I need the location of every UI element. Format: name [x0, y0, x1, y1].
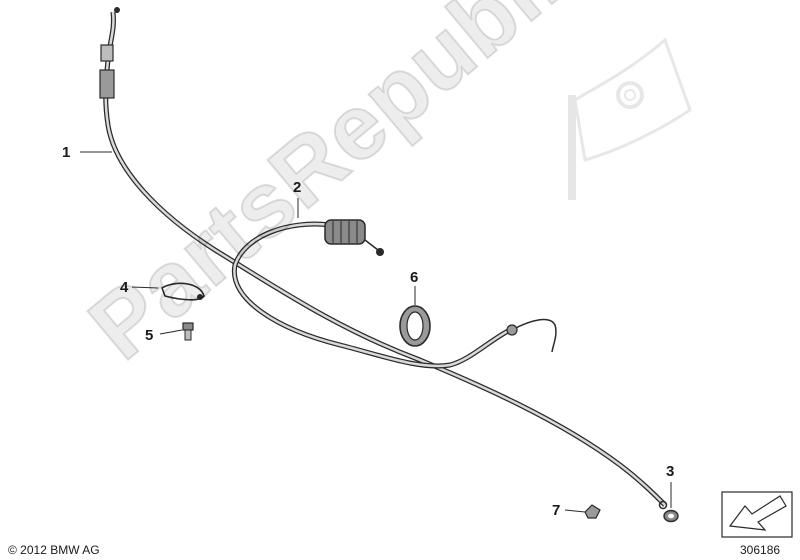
callout-4: 4: [120, 279, 129, 296]
callout-1: 1: [62, 144, 71, 161]
part-5-screw: [159, 322, 194, 341]
view-direction-arrow-icon: [721, 491, 793, 538]
part-7-clip: [564, 504, 601, 519]
callout-2: 2: [293, 179, 302, 196]
callout-3: 3: [666, 463, 675, 480]
diagram-number: 306186: [740, 543, 781, 557]
part-6-sleeve: [399, 286, 431, 347]
part-3-washer: [663, 482, 679, 523]
callout-5: 5: [145, 327, 154, 344]
copyright-text: © 2012 BMW AG: [8, 543, 100, 557]
part-2-return-cable: [231, 219, 557, 369]
watermark-logo: [568, 37, 692, 200]
callout-6: 6: [410, 269, 419, 286]
part-1-throttle-cable: [99, 7, 668, 510]
callout-7: 7: [552, 502, 561, 519]
part-4-cable-clamp: [131, 282, 205, 301]
callout-leaders: [80, 151, 299, 218]
